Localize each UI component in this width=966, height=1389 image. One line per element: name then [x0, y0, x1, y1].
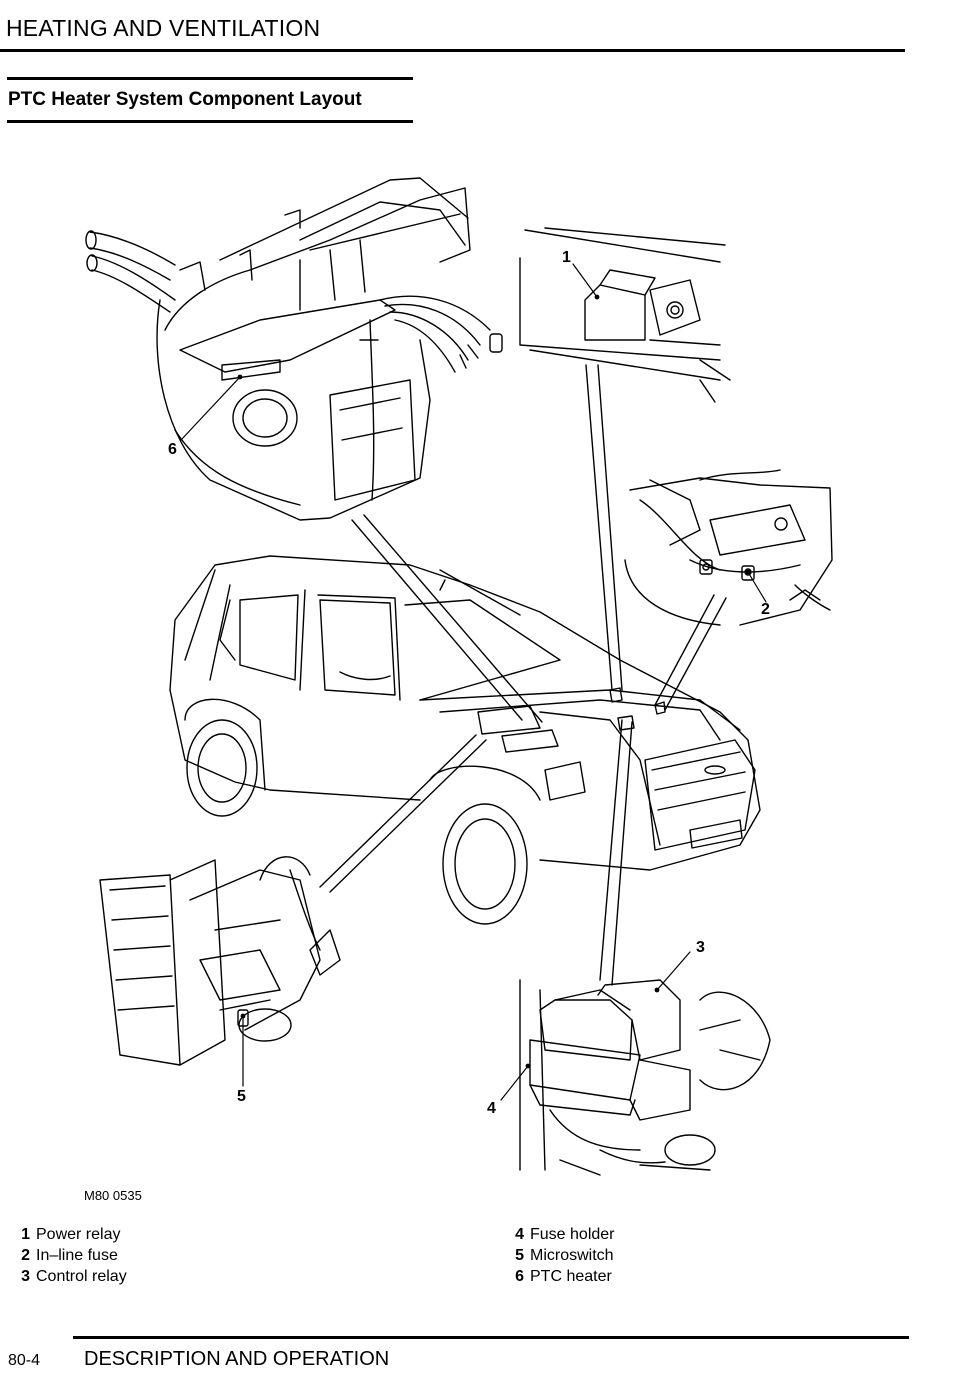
legend-item: 5 Microswitch [504, 1245, 615, 1266]
callout-6: 6 [168, 441, 177, 458]
section-rule-top [7, 77, 413, 80]
section-title: PTC Heater System Component Layout [8, 89, 362, 110]
header-rule [0, 49, 905, 52]
legend-number: 1 [21, 1226, 30, 1243]
page-number: 80-4 [8, 1352, 41, 1369]
callout-2: 2 [761, 601, 770, 618]
relay-fuse-detail-drawing [519, 979, 771, 1176]
heater-assembly-drawing [85, 177, 503, 521]
footer-rule [73, 1336, 909, 1339]
legend-number: 4 [515, 1226, 524, 1243]
callout-4: 4 [487, 1100, 496, 1117]
vehicle-drawing [169, 555, 761, 925]
legend-item: 3 Control relay [10, 1266, 127, 1287]
callout-1: 1 [562, 249, 571, 266]
leader-lines [319, 364, 727, 986]
legend-item: 2 In–line fuse [10, 1245, 127, 1266]
legend-number: 6 [515, 1268, 524, 1285]
legend-label: Power relay [36, 1226, 121, 1243]
callout-dots [237, 294, 751, 1069]
legend-left: 1 Power relay 2 In–line fuse 3 Control rela… [10, 1224, 127, 1287]
legend-label: Fuse holder [530, 1226, 615, 1243]
callout-3: 3 [696, 939, 705, 956]
legend-label: Microswitch [530, 1247, 614, 1264]
section-rule-bottom [7, 120, 413, 123]
legend-number: 2 [21, 1247, 30, 1264]
callout-leaders [180, 263, 767, 1101]
legend-right: 4 Fuse holder 5 Microswitch 6 PTC heater [504, 1224, 615, 1287]
footer-title: DESCRIPTION AND OPERATION [84, 1348, 390, 1370]
legend-item: 6 PTC heater [504, 1266, 615, 1287]
legend-number: 5 [515, 1247, 524, 1264]
power-relay-detail-drawing [519, 227, 731, 403]
legend-item: 1 Power relay [10, 1224, 127, 1245]
figure-id: M80 0535 [84, 1188, 142, 1203]
inline-fuse-detail-drawing [624, 469, 833, 626]
legend-label: PTC heater [530, 1268, 612, 1285]
callout-5: 5 [237, 1088, 246, 1105]
legend-number: 3 [21, 1268, 30, 1285]
page-header-title: HEATING AND VENTILATION [6, 15, 321, 41]
legend-item: 4 Fuse holder [504, 1224, 615, 1245]
microswitch-detail-drawing [99, 856, 341, 1066]
legend-label: In–line fuse [36, 1247, 118, 1264]
legend-label: Control relay [36, 1268, 127, 1285]
